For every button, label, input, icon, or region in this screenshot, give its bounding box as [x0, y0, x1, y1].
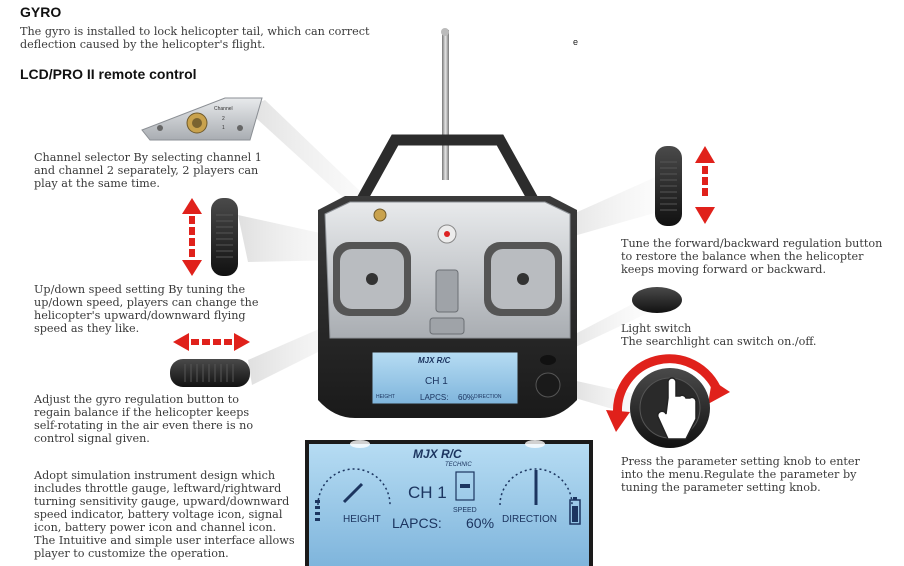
- large-lcd: MJX R/C TECHNIC HEIGHT DIRECTION CH 1 SP…: [305, 440, 593, 566]
- carry-handle: [350, 134, 545, 215]
- stray-character: e: [573, 37, 579, 47]
- forward-backward-slider: [655, 146, 682, 226]
- leftright-arrow-icon: [173, 333, 250, 351]
- hand-pointer-icon: [656, 377, 697, 440]
- light-switch-title: Light switch: [621, 322, 692, 335]
- transmitter: MJX R/C CH 1 HEIGHT DIRECTION LAPCS: 60%: [318, 28, 577, 418]
- channel-panel-ch2: 2: [222, 116, 225, 122]
- lcd-direction-label: DIRECTION: [502, 514, 557, 525]
- small-lcd-height: HEIGHT: [376, 394, 395, 400]
- battery-icon: [569, 497, 581, 525]
- channel-selector-description: Channel selector By selecting channel 1 …: [34, 151, 262, 190]
- channel-panel-label: Channel: [214, 106, 233, 112]
- lcd-brand: MJX R/C: [413, 447, 462, 461]
- small-lcd-channel: CH 1: [425, 376, 448, 387]
- light-switch-description: The searchlight can switch on./off.: [621, 335, 817, 348]
- simulation-description: Adopt simulation instrument design which…: [34, 469, 295, 560]
- gyro-description: The gyro is installed to lock helicopter…: [20, 25, 370, 51]
- lcd-percent: 60%: [466, 515, 494, 531]
- small-lcd-percent: 60%: [458, 393, 474, 402]
- right-stick-gimbal: [484, 242, 562, 316]
- left-stick-gimbal: [333, 242, 411, 316]
- small-lcd-brand: MJX R/C: [418, 356, 451, 365]
- updown-arrow-icon: [182, 198, 202, 276]
- lcd-speed-label: SPEED: [453, 507, 477, 514]
- channel-selector-panel: Channel 2 1: [141, 97, 263, 141]
- light-switch-icon: [632, 287, 682, 313]
- updown-speed-description: Up/down speed setting By tuning the up/d…: [34, 283, 259, 335]
- channel-switch: [373, 208, 387, 222]
- speed-indicator: [455, 471, 475, 501]
- forward-backward-description: Tune the forward/backward regulation but…: [621, 237, 883, 276]
- lcd-channel: CH 1: [408, 483, 447, 502]
- signal-icon: [315, 500, 320, 521]
- remote-title: LCD/PRO II remote control: [20, 66, 197, 82]
- lcd-brand-sub: TECHNIC: [445, 462, 472, 468]
- small-lcd-direction: DIRECTION: [474, 394, 502, 400]
- updown-slider: [211, 198, 238, 276]
- small-lcd-lapcs: LAPCS:: [420, 393, 448, 402]
- small-lcd: [371, 351, 519, 405]
- gyro-title: GYRO: [20, 4, 62, 20]
- antenna: [442, 30, 449, 180]
- gyro-adjust-slider: [170, 359, 250, 387]
- lcd-height-label: HEIGHT: [343, 514, 381, 525]
- param-knob-description: Press the parameter setting knob to ente…: [621, 455, 860, 494]
- forward-backward-arrow-icon: [695, 146, 715, 224]
- direction-gauge: [499, 468, 573, 506]
- gyro-adjust-description: Adjust the gyro regulation button to reg…: [34, 393, 254, 445]
- channel-panel-ch1: 1: [222, 125, 225, 131]
- height-gauge: [317, 468, 391, 506]
- lcd-lapcs: LAPCS:: [392, 515, 442, 531]
